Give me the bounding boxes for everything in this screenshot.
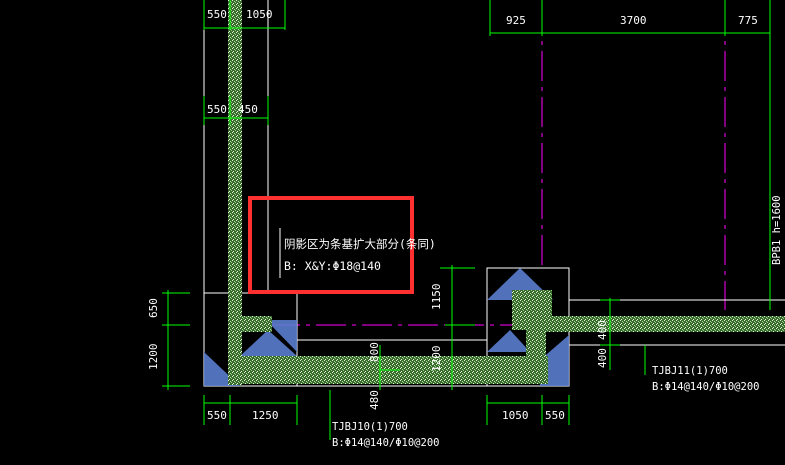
dim-top-left-550: 550 — [207, 8, 227, 21]
dim-v-1200: 1200 — [430, 346, 443, 373]
dim-v-480: 480 — [368, 390, 381, 410]
tjbj10-name: TJBJ10(1)700 — [332, 421, 408, 433]
dim-v-400b: 400 — [596, 348, 609, 368]
dim-mid-450: 450 — [238, 103, 258, 116]
dim-v-1150: 1150 — [430, 284, 443, 311]
dim-bot-1050: 1050 — [502, 409, 529, 422]
tjbj11-name: TJBJ11(1)700 — [652, 365, 728, 377]
dim-v-800: 800 — [368, 342, 381, 362]
hatched-footings — [228, 0, 785, 385]
dim-top-3700: 3700 — [620, 14, 647, 27]
highlight-box — [248, 196, 414, 294]
dim-top-775: 775 — [738, 14, 758, 27]
tjbj10-rebar: B:Φ14@140/Φ10@200 — [332, 437, 439, 449]
note-line-2: B: X&Y:Φ18@140 — [284, 259, 381, 273]
note-line-1: 阴影区为条基扩大部分(条同) — [284, 237, 436, 251]
dim-top-left-1050: 1050 — [246, 8, 273, 21]
dim-bot-1250: 1250 — [252, 409, 279, 422]
dim-left-650: 650 — [147, 298, 160, 318]
dim-left-1200: 1200 — [147, 344, 160, 371]
dim-bot-550b: 550 — [545, 409, 565, 422]
tjbj11-rebar: B:Φ14@140/Φ10@200 — [652, 381, 759, 393]
annotation-note: 阴影区为条基扩大部分(条同) B: X&Y:Φ18@140 — [248, 196, 436, 294]
dim-mid-550: 550 — [207, 103, 227, 116]
dim-top-925: 925 — [506, 14, 526, 27]
dim-v-400: 400 — [596, 320, 609, 340]
dimension-texts: 550 1050 925 3700 775 550 450 650 1200 1… — [147, 8, 758, 422]
bpb-label: BPB1 h=1600 — [771, 195, 783, 265]
beam-labels: TJBJ10(1)700 B:Φ14@140/Φ10@200 TJBJ11(1)… — [332, 195, 783, 449]
dim-bot-550: 550 — [207, 409, 227, 422]
dimension-lines — [162, 0, 771, 440]
axis-lines — [270, 5, 726, 326]
